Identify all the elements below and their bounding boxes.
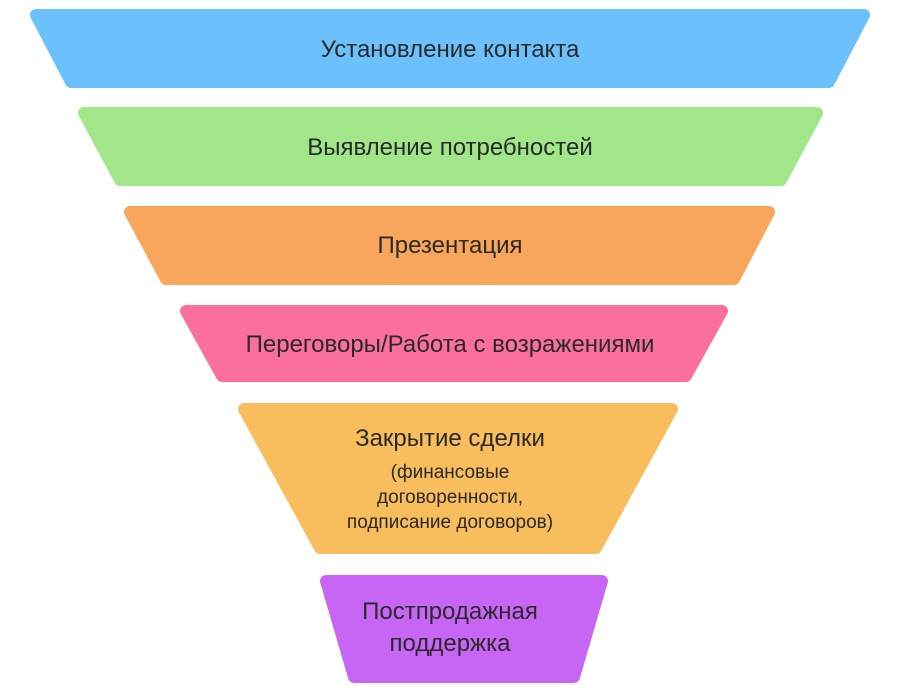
funnel-stage-4-shape bbox=[180, 305, 728, 382]
funnel-stage-6-shape bbox=[320, 575, 608, 683]
funnel-stage-2-shape bbox=[78, 107, 823, 186]
funnel-stage-1-shape bbox=[30, 9, 870, 88]
funnel-stage-3-shape bbox=[124, 206, 775, 285]
funnel-stage-5-shape bbox=[238, 403, 678, 554]
